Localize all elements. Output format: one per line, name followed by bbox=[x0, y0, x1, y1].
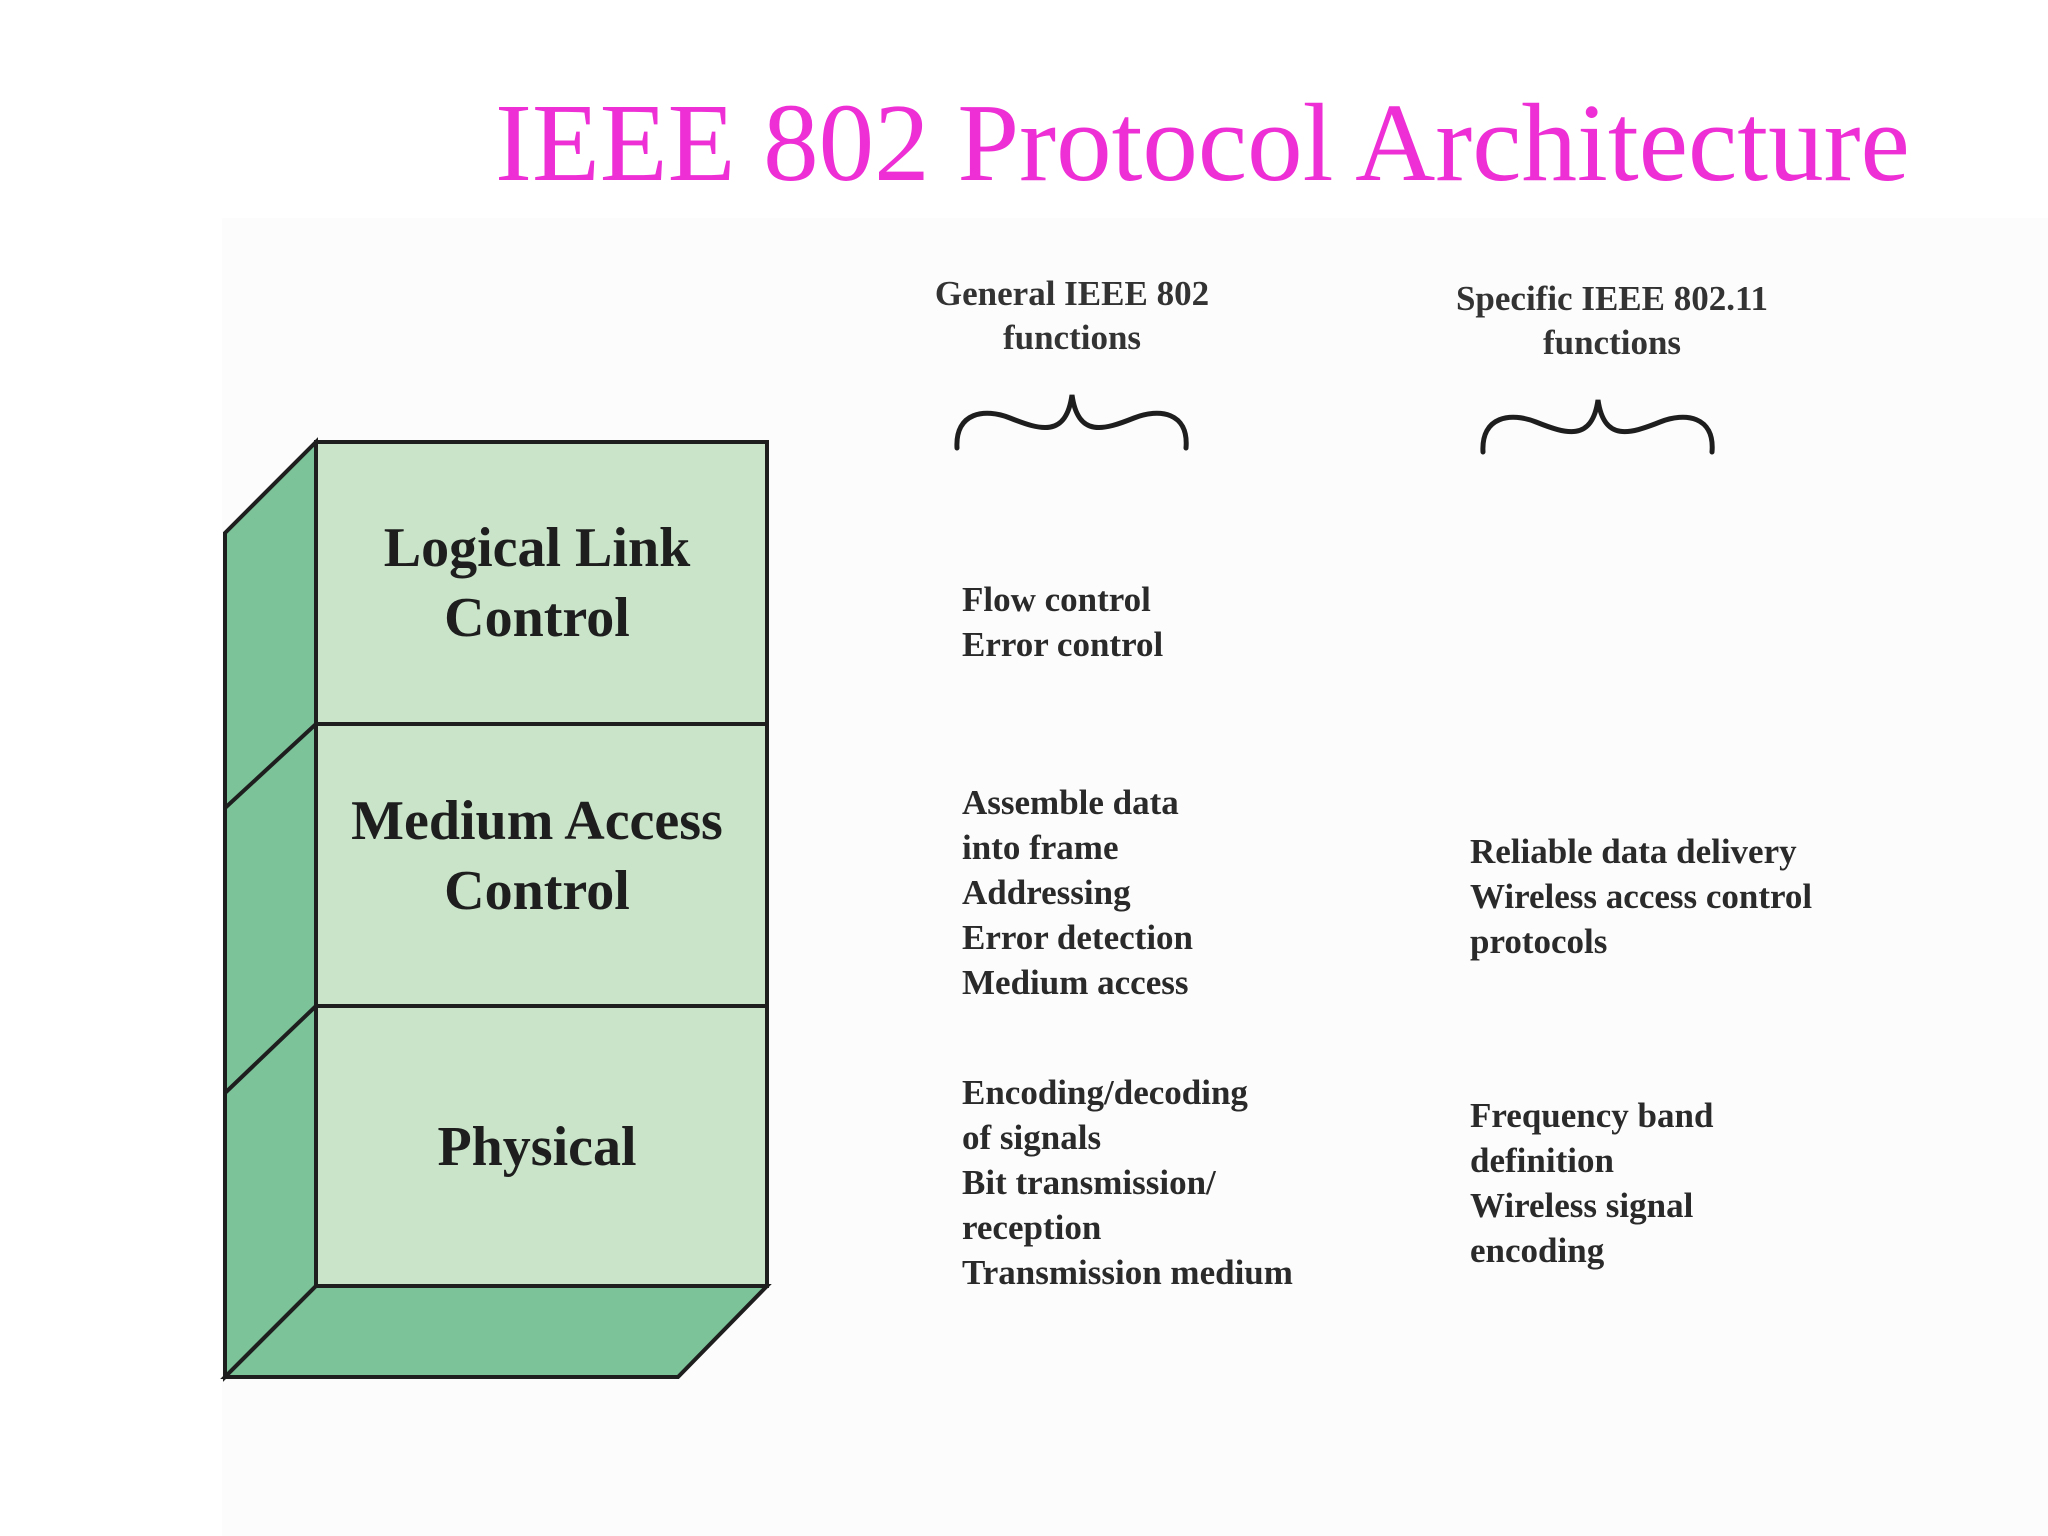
layer-label-llc: Logical Link Control bbox=[312, 513, 762, 653]
layer-label-line1: Logical Link bbox=[383, 517, 691, 579]
general-functions-llc: Flow control Error control bbox=[962, 577, 1163, 667]
function-item: Reliable data delivery bbox=[1470, 832, 1797, 871]
column-heading-specific: Specific IEEE 802.11 functions bbox=[1432, 277, 1792, 365]
function-item: into frame bbox=[962, 828, 1119, 867]
page-title: IEEE 802 Protocol Architecture bbox=[495, 82, 1910, 205]
brace-specific-icon bbox=[1480, 399, 1715, 455]
function-item: Error control bbox=[962, 625, 1164, 664]
function-item: protocols bbox=[1470, 922, 1608, 961]
function-item: Wireless access control bbox=[1470, 877, 1813, 916]
general-functions-mac: Assemble data into frame Addressing Erro… bbox=[962, 780, 1193, 1005]
function-item: encoding bbox=[1470, 1231, 1605, 1270]
specific-functions-physical: Frequency band definition Wireless signa… bbox=[1470, 1093, 1713, 1273]
function-item: Error detection bbox=[962, 918, 1194, 957]
layer-label-line2: Control bbox=[444, 860, 630, 922]
layer-label-line1: Medium Access bbox=[351, 790, 723, 852]
layer-box-mac bbox=[314, 722, 769, 1008]
stack-side-face bbox=[223, 437, 318, 1382]
function-item: Transmission medium bbox=[962, 1253, 1293, 1292]
column-heading-line2: functions bbox=[1002, 318, 1142, 357]
column-heading-line1: Specific IEEE 802.11 bbox=[1455, 279, 1769, 318]
column-heading-general: General IEEE 802 functions bbox=[912, 272, 1232, 360]
function-item: Wireless signal bbox=[1470, 1186, 1694, 1225]
layer-label-line2: Control bbox=[444, 587, 630, 649]
side-divider-2 bbox=[223, 1004, 318, 1095]
layer-box-llc bbox=[314, 440, 769, 726]
function-item: Frequency band bbox=[1470, 1096, 1714, 1135]
function-item: reception bbox=[962, 1208, 1102, 1247]
column-heading-line2: functions bbox=[1542, 323, 1682, 362]
function-item: Flow control bbox=[962, 580, 1151, 619]
specific-functions-mac: Reliable data delivery Wireless access c… bbox=[1470, 829, 1812, 964]
layer-label-mac: Medium Access Control bbox=[312, 786, 762, 926]
function-item: of signals bbox=[962, 1118, 1102, 1157]
function-item: definition bbox=[1470, 1141, 1614, 1180]
layer-label-physical: Physical bbox=[312, 1112, 762, 1182]
stack-bottom-face bbox=[220, 1284, 772, 1379]
side-divider-1 bbox=[223, 722, 318, 810]
layer-box-physical bbox=[314, 1004, 769, 1288]
function-item: Bit transmission/ bbox=[962, 1163, 1216, 1202]
layer-label-line1: Physical bbox=[437, 1116, 637, 1178]
general-functions-physical: Encoding/decoding of signals Bit transmi… bbox=[962, 1070, 1293, 1295]
function-item: Assemble data bbox=[962, 783, 1179, 822]
brace-general-icon bbox=[954, 394, 1189, 451]
column-heading-line1: General IEEE 802 bbox=[934, 274, 1210, 313]
function-item: Addressing bbox=[962, 873, 1131, 912]
function-item: Medium access bbox=[962, 963, 1189, 1002]
function-item: Encoding/decoding bbox=[962, 1073, 1248, 1112]
